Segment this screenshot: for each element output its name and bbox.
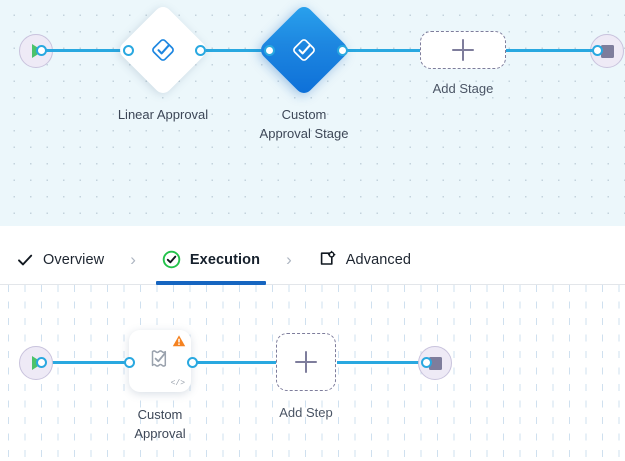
check-icon — [16, 251, 34, 269]
port-start-out[interactable] — [36, 357, 47, 368]
canvas-tabs-gap — [0, 226, 625, 235]
port-linear-in[interactable] — [123, 45, 134, 56]
stop-icon — [428, 356, 442, 370]
port-custom-in[interactable] — [264, 45, 275, 56]
approval-diamond-check-icon — [148, 35, 178, 65]
plus-icon — [452, 39, 474, 61]
step-node-label-custom-approval: Custom Approval — [134, 407, 186, 441]
wire-start-to-linear — [40, 49, 128, 52]
port-custom-out[interactable] — [337, 45, 348, 56]
stage-tabs: Overview › Execution › — [0, 235, 625, 285]
wire-custom-to-add — [340, 49, 422, 52]
wire-start-to-custom-approval — [40, 361, 132, 364]
port-end-in[interactable] — [421, 357, 432, 368]
code-marker: </> — [170, 379, 185, 388]
tab-separator: › — [130, 249, 136, 269]
tab-advanced[interactable]: Advanced — [316, 235, 413, 285]
stage-designer-canvas[interactable]: Linear Approval Custom Approval Stage Ad… — [0, 0, 625, 226]
add-stage-label: Add Stage — [432, 81, 494, 96]
port-end-in[interactable] — [592, 45, 603, 56]
tab-overview[interactable]: Overview — [14, 235, 106, 285]
stage-node-label-linear-approval: Linear Approval — [117, 107, 209, 122]
tab-execution-label: Execution — [189, 251, 261, 268]
add-stage-button[interactable] — [420, 31, 506, 69]
wire-custom-approval-to-add — [190, 361, 282, 364]
settings-box-icon — [318, 250, 337, 269]
document-check-icon — [145, 344, 175, 379]
stop-icon — [600, 44, 614, 58]
add-step-button[interactable] — [276, 333, 336, 391]
port-custom-approval-in[interactable] — [124, 357, 135, 368]
tab-separator: › — [286, 249, 292, 269]
step-designer-canvas[interactable]: </> Custom Approval Add Step — [0, 285, 625, 461]
port-linear-out[interactable] — [195, 45, 206, 56]
tab-advanced-label: Advanced — [345, 251, 412, 268]
add-step-label: Add Step — [279, 405, 333, 420]
warning-triangle-icon — [172, 334, 186, 353]
step-node-custom-approval[interactable]: </> — [129, 330, 191, 392]
plus-icon — [295, 351, 317, 373]
wire-add-to-end — [337, 361, 429, 364]
approval-diamond-check-icon — [289, 35, 319, 65]
stage-node-label-custom-approval-stage: Custom Approval Stage — [259, 107, 349, 141]
wire-add-to-end — [505, 49, 597, 52]
port-custom-approval-out[interactable] — [187, 357, 198, 368]
tab-execution[interactable]: Execution — [155, 235, 267, 285]
check-circle-icon — [162, 250, 181, 269]
stage-node-custom-approval-stage[interactable] — [257, 3, 351, 97]
stage-node-linear-approval[interactable] — [116, 3, 210, 97]
tab-overview-label: Overview — [43, 251, 105, 268]
wire-linear-to-custom — [198, 49, 270, 52]
port-start-out[interactable] — [36, 45, 47, 56]
